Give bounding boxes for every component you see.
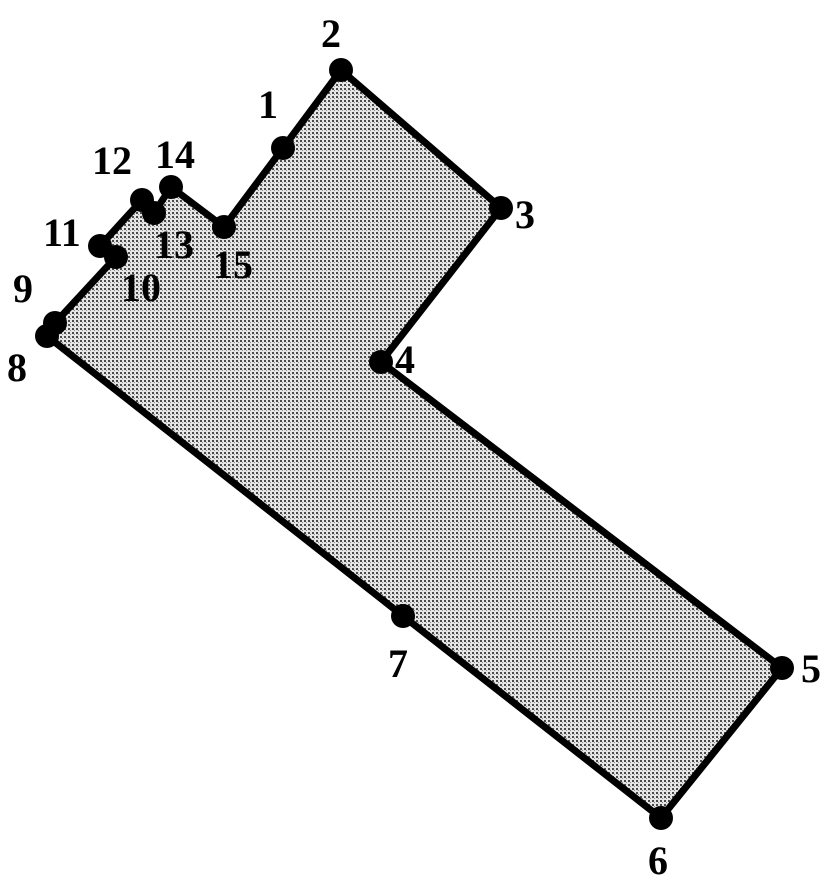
vertex-dot-6 bbox=[649, 806, 673, 830]
vertex-label-3: 3 bbox=[515, 192, 535, 237]
vertex-label-7: 7 bbox=[388, 641, 408, 686]
vertex-label-15: 15 bbox=[213, 242, 253, 287]
vertex-dot-15 bbox=[212, 215, 236, 239]
vertex-label-14: 14 bbox=[155, 132, 195, 177]
vertex-dot-14 bbox=[159, 175, 183, 199]
vertex-labels: 1 2 3 4 5 6 7 8 9 10 11 12 13 14 15 bbox=[7, 11, 821, 880]
vertex-dot-13 bbox=[142, 201, 166, 225]
vertex-dots bbox=[35, 58, 794, 830]
vertex-label-1: 1 bbox=[258, 82, 278, 127]
vertex-dot-11 bbox=[88, 234, 112, 258]
vertex-label-10: 10 bbox=[121, 265, 161, 310]
vertex-label-9: 9 bbox=[13, 266, 33, 311]
vertex-label-12: 12 bbox=[92, 138, 132, 183]
vertex-label-5: 5 bbox=[801, 646, 821, 691]
vertex-dot-3 bbox=[489, 196, 513, 220]
vertex-label-8: 8 bbox=[7, 345, 27, 390]
vertex-dot-4 bbox=[369, 350, 393, 374]
vertex-label-2: 2 bbox=[321, 11, 341, 56]
vertex-dot-7 bbox=[391, 604, 415, 628]
vertex-label-6: 6 bbox=[648, 838, 668, 880]
vertex-label-13: 13 bbox=[154, 222, 194, 267]
vertex-dot-9 bbox=[43, 311, 67, 335]
l-shaped-polygon bbox=[42, 64, 787, 823]
vertex-dot-2 bbox=[329, 58, 353, 82]
vertex-label-11: 11 bbox=[43, 210, 81, 255]
vertex-label-4: 4 bbox=[395, 337, 415, 382]
vertex-dot-1 bbox=[271, 136, 295, 160]
vertex-dot-5 bbox=[770, 656, 794, 680]
